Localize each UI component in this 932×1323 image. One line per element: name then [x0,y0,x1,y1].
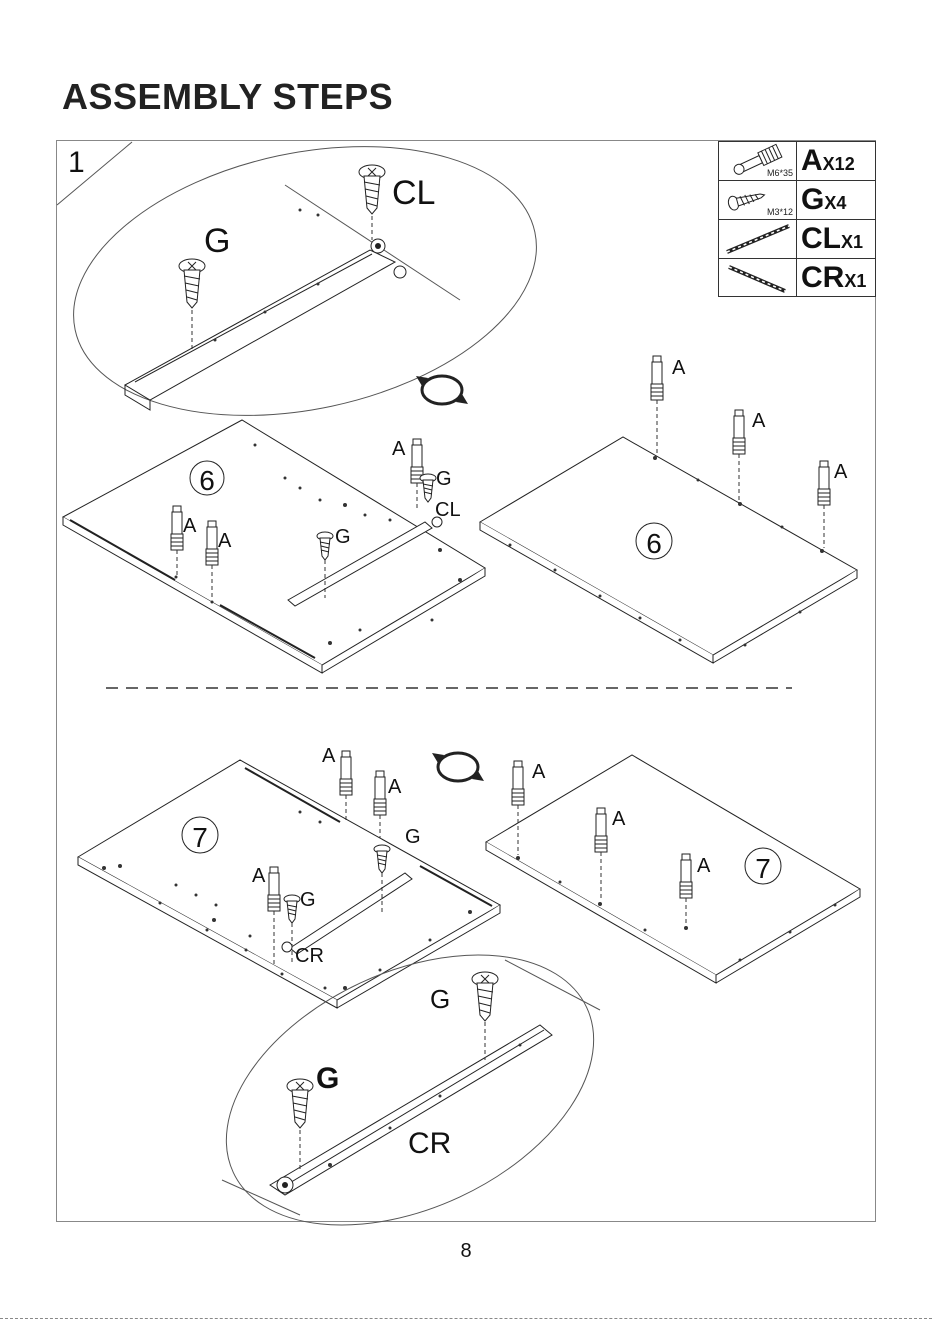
label-g: G [436,468,452,490]
label-cr: CR [295,945,324,967]
label-a: A [183,515,197,537]
label-a: A [752,410,766,432]
label-g: G [204,222,230,260]
label-a: A [322,745,336,767]
panel-label-6: 6 [646,528,662,559]
label-a: A [834,461,848,483]
rotate-arrow-icon [416,376,468,404]
page-number: 8 [0,1240,932,1263]
label-a: A [672,357,686,379]
label-g: G [335,526,351,548]
panel-7-left: 7 A A G A G CR [78,745,500,1008]
label-a: A [388,776,402,798]
label-a: A [218,530,232,552]
footer-divider [0,1318,932,1319]
panel-label-7: 7 [755,853,771,884]
panel-label-6: 6 [199,465,215,496]
label-g: G [316,1062,339,1095]
label-cl: CL [435,499,461,521]
panel-6-left: 6 A A A G CL G [63,420,485,673]
detail-ellipse-top: CL G [49,107,562,455]
label-a: A [252,865,266,887]
label-cr: CR [408,1127,451,1160]
label-g: G [300,889,316,911]
label-g: G [430,984,450,1014]
panel-6-right: 6 A A A [480,356,857,663]
label-cl: CL [392,174,435,212]
label-a: A [392,438,406,460]
label-g: G [405,826,421,848]
label-a: A [612,808,626,830]
rotate-arrow-icon [432,753,484,781]
label-a: A [532,761,546,783]
label-a: A [697,855,711,877]
panel-7-right: 7 A A A [486,755,860,983]
panel-label-7: 7 [192,822,208,853]
